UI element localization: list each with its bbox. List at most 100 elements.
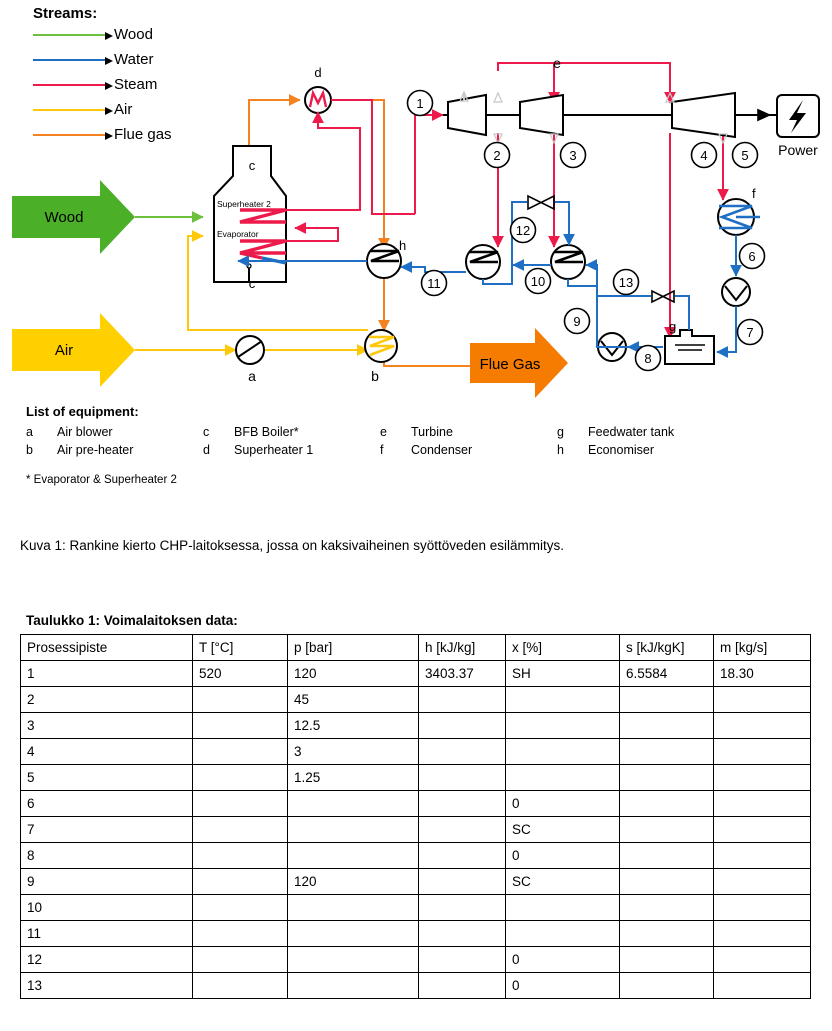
flue-gas-line-swatch (33, 131, 113, 140)
table-cell (619, 764, 714, 791)
table-cell (619, 686, 714, 713)
table-cell (418, 738, 506, 765)
table-cell (192, 738, 288, 765)
equipment-entry-b: b Air pre-heater (26, 443, 203, 457)
equipment-letter-d: d (314, 65, 321, 80)
table-cell (619, 816, 714, 843)
equipment-list-footnote: * Evaporator & Superheater 2 (26, 474, 177, 486)
table-cell: 0 (505, 946, 620, 973)
table-cell (713, 790, 811, 817)
process-flow-diagram: Wood Air Flue Gas c c Superheater 2 Evap… (12, 55, 820, 398)
table-cell: 6.5584 (619, 660, 714, 687)
table-cell: 11 (20, 920, 193, 947)
power-label: Power (778, 142, 818, 158)
equipment-entry-d: d Superheater 1 (203, 443, 380, 457)
equipment-entry-h: h Economiser (557, 443, 734, 457)
table-header-cell: s [kJ/kgK] (619, 634, 714, 661)
equipment-value: Economiser (588, 443, 654, 457)
preheater-left (465, 244, 501, 280)
table-cell (418, 712, 506, 739)
air-pre-heater: b (364, 329, 398, 384)
wood-arrow-label: Wood (45, 209, 84, 226)
table-cell (619, 894, 714, 921)
table-cell (713, 920, 811, 947)
table-cell (713, 946, 811, 973)
equipment-letter-b: b (371, 368, 379, 384)
steam-piping (286, 62, 729, 339)
point-label: 10 (531, 274, 545, 289)
table-cell (505, 686, 620, 713)
table-cell (713, 686, 811, 713)
wood-input-arrow: Wood (12, 180, 135, 254)
table-cell (505, 712, 620, 739)
table-header-cell: m [kg/s] (713, 634, 811, 661)
equipment-letter-h: h (399, 238, 406, 253)
table-cell (192, 894, 288, 921)
valve-lower (651, 289, 675, 304)
table-row: 10 (20, 894, 811, 921)
boiler-top-letter: c (249, 158, 256, 173)
air-arrow-label: Air (55, 342, 73, 359)
condenser: f (717, 186, 760, 236)
table-cell (713, 712, 811, 739)
bfb-boiler: c c Superheater 2 Evaporator (213, 145, 287, 291)
legend-label: Steam (114, 76, 158, 93)
table-header-cell: h [kJ/kg] (418, 634, 506, 661)
table-cell: 0 (505, 790, 620, 817)
equipment-list-row: a Air blower c BFB Boiler* e Turbine g F… (26, 425, 806, 439)
table-cell: 45 (287, 686, 419, 713)
table-header-cell: p [bar] (287, 634, 419, 661)
legend-label: Water (114, 51, 154, 68)
table-cell: 1 (20, 660, 193, 687)
table-cell: 120 (287, 868, 419, 895)
equipment-key: h (557, 443, 564, 457)
equipment-value: Superheater 1 (234, 443, 314, 457)
table-cell (418, 920, 506, 947)
power-output-box: Power (776, 94, 820, 158)
equipment-key: b (26, 443, 33, 457)
table-cell (287, 946, 419, 973)
table-cell (713, 738, 811, 765)
table-cell (192, 868, 288, 895)
table-cell (287, 894, 419, 921)
valve-upper (527, 194, 555, 211)
table-header-row: Prosessipiste T [°C] p [bar] h [kJ/kg] x… (20, 634, 811, 661)
table-header-cell: T [°C] (192, 634, 288, 661)
table-cell: SH (505, 660, 620, 687)
table-cell: 7 (20, 816, 193, 843)
air-piping (135, 230, 369, 356)
superheater2-label: Superheater 2 (217, 199, 271, 209)
table-cell (287, 790, 419, 817)
air-line-swatch (33, 106, 113, 115)
table-cell (287, 972, 419, 999)
equipment-value: Air pre-heater (57, 443, 134, 457)
table-cell: 10 (20, 894, 193, 921)
table-cell: 1.25 (287, 764, 419, 791)
table-cell: SC (505, 868, 620, 895)
boiler-bottom-letter: c (249, 276, 256, 291)
table-cell (192, 946, 288, 973)
air-input-arrow: Air (12, 313, 135, 387)
equipment-list: List of equipment: a Air blower c BFB Bo… (26, 404, 806, 486)
legend-label: Air (114, 101, 133, 118)
table-cell (418, 972, 506, 999)
point-label: 12 (516, 223, 530, 238)
table-cell (713, 842, 811, 869)
table-cell (192, 842, 288, 869)
equipment-value: Air blower (57, 425, 113, 439)
table-cell: 0 (505, 842, 620, 869)
stream-legend: Streams: Wood Water Steam Air Flue gas (33, 5, 172, 147)
point-label: 13 (619, 275, 633, 290)
legend-label: Flue gas (114, 126, 172, 143)
point-label: 8 (644, 351, 651, 366)
table-cell (619, 790, 714, 817)
table-row: 11 (20, 920, 811, 947)
water-line-swatch (33, 56, 113, 65)
table-cell: SC (505, 816, 620, 843)
superheater-1: d (304, 65, 332, 114)
table-cell (619, 842, 714, 869)
